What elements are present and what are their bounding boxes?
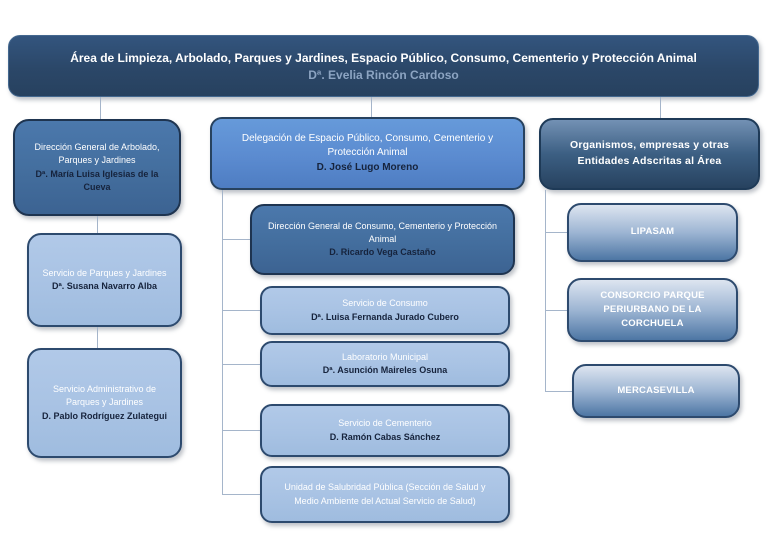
connector-line (100, 97, 101, 119)
node-servicio-cementerio: Servicio de Cementerio D. Ramón Cabas Sá… (260, 404, 510, 457)
node-label: MERCASEVILLA (617, 384, 695, 396)
node-mercasevilla: MERCASEVILLA (572, 364, 740, 418)
node-organismos-header: Organismos, empresas y otras Entidades A… (539, 118, 760, 190)
node-servicio-administrativo: Servicio Administrativo de Parques y Jar… (27, 348, 182, 458)
node-title: Servicio de Cementerio (338, 418, 432, 429)
connector-line (222, 310, 260, 311)
node-title: Área de Limpieza, Arbolado, Parques y Ja… (70, 50, 697, 65)
node-title: Laboratorio Municipal (341, 351, 429, 362)
node-area-header: Área de Limpieza, Arbolado, Parques y Ja… (8, 35, 759, 97)
connector-line (97, 216, 98, 233)
node-title: Servicio de Parques y Jardines (42, 267, 167, 278)
node-person: D. José Lugo Moreno (316, 161, 419, 173)
node-unidad-salubridad: Unidad de Salubridad Pública (Sección de… (260, 466, 510, 523)
node-title: Dirección General de Arbolado, Parques y… (34, 142, 160, 166)
node-person: Dª. Evelia Rincón Cardoso (308, 67, 459, 82)
connector-line (222, 430, 260, 431)
connector-line (545, 391, 572, 392)
node-title: Organismos, empresas y otras Entidades A… (569, 139, 730, 167)
node-person: D. Ricardo Vega Castaño (329, 247, 436, 258)
node-person: D. Pablo Rodríguez Zulategui (41, 410, 167, 421)
connector-line (222, 239, 250, 240)
connector-line (222, 190, 223, 494)
connector-line (545, 310, 567, 311)
node-delegacion-espacio-publico: Delegación de Espacio Público, Consumo, … (210, 117, 525, 190)
connector-line (660, 97, 661, 118)
node-direccion-general-consumo: Dirección General de Consumo, Cementerio… (250, 204, 515, 275)
node-laboratorio-municipal: Laboratorio Municipal Dª. Asunción Maire… (260, 341, 510, 387)
connector-line (371, 97, 372, 117)
node-servicio-consumo: Servicio de Consumo Dª. Luisa Fernanda J… (260, 286, 510, 335)
node-title: Delegación de Espacio Público, Consumo, … (241, 132, 494, 159)
node-lipasam: LIPASAM (567, 203, 738, 262)
node-servicio-parques-jardines: Servicio de Parques y Jardines Dª. Susan… (27, 233, 182, 327)
node-person: D. Ramón Cabas Sánchez (329, 431, 441, 442)
node-consorcio-corchuela: CONSORCIO PARQUE PERIURBANO DE LA CORCHU… (567, 278, 738, 342)
node-person: Dª. María Luisa Iglesias de la Cueva (35, 168, 159, 192)
node-title: Servicio Administrativo de Parques y Jar… (52, 384, 157, 408)
node-person: Dª. Susana Navarro Alba (51, 281, 158, 291)
node-label: CONSORCIO PARQUE PERIURBANO DE LA CORCHU… (600, 289, 705, 330)
connector-line (545, 190, 546, 391)
node-label: LIPASAM (630, 226, 675, 238)
node-person: Dª. Asunción Maireles Osuna (322, 365, 448, 375)
node-direccion-general-arbolado: Dirección General de Arbolado, Parques y… (13, 119, 181, 216)
connector-line (97, 327, 98, 348)
node-person: Dª. Luisa Fernanda Jurado Cubero (311, 311, 459, 322)
connector-line (222, 494, 260, 495)
connector-line (545, 232, 567, 233)
connector-line (222, 364, 260, 365)
node-title: Dirección General de Consumo, Cementerio… (267, 220, 498, 244)
node-title: Servicio de Consumo (342, 298, 428, 309)
node-title: Unidad de Salubridad Pública (Sección de… (284, 482, 486, 506)
